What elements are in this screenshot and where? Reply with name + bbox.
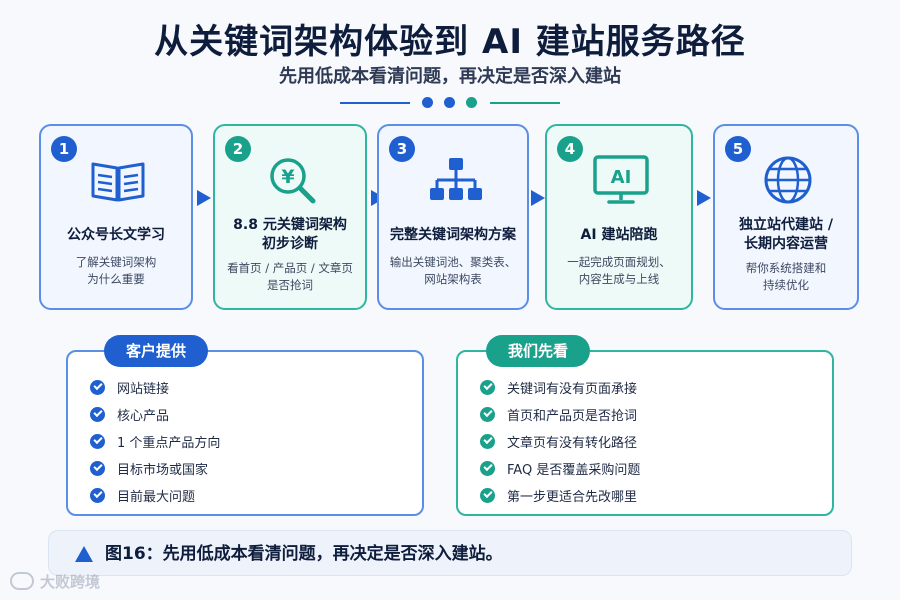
list-item: 1 个重点产品方向 [90,428,220,455]
client-provides-label: 客户提供 [104,335,209,367]
caption-text: 图16：先用低成本看清问题，再决定是否深入建站。 [105,544,503,564]
step-number: 4 [557,136,583,162]
step-title: AI 建站陪跑 [580,227,658,243]
watermark-logo-icon [10,572,34,590]
check-circle-icon [480,380,495,395]
we-check-panel: 我们先看 关键词有没有页面承接 首页和产品页是否抢词 文章页有没有转化路径 FA… [456,335,834,516]
list-item: 目前最大问题 [90,482,220,509]
list-item: 首页和产品页是否抢词 [480,401,640,428]
list-item: 关键词有没有页面承接 [480,374,640,401]
arrow-right-icon [697,190,711,206]
globe-icon [764,156,812,204]
check-circle-icon [90,380,105,395]
check-circle-icon [90,407,105,422]
list-item: 网站链接 [90,374,220,401]
step-title: 8.8 元关键词架构初步诊断 [233,217,347,252]
check-circle-icon [480,461,495,476]
arrow-right-icon [531,190,545,206]
step-title: 完整关键词架构方案 [390,227,516,243]
list-item: 目标市场或国家 [90,455,220,482]
step-card-5: 5 独立站代建站 /长期内容运营 帮你系统搭建和持续优化 [713,124,859,310]
check-circle-icon [90,488,105,503]
step-title: 独立站代建站 /长期内容运营 [739,217,833,252]
arrow-right-icon [197,190,211,206]
check-circle-icon [480,488,495,503]
step-number: 1 [51,136,77,162]
step-card-2: 2 ¥ 8.8 元关键词架构初步诊断 看首页 / 产品页 / 文章页是否抢词 [213,124,367,310]
step-description: 了解关键词架构为什么重要 [75,255,157,286]
svg-text:AI: AI [611,167,632,188]
ai-monitor-icon: AI [593,155,649,204]
check-circle-icon [90,434,105,449]
check-circle-icon [480,434,495,449]
list-item: 第一步更适合先改哪里 [480,482,640,509]
step-description: 输出关键词池、聚类表、网站架构表 [389,255,517,286]
list-item: 文章页有没有转化路径 [480,428,640,455]
step-number: 5 [725,136,751,162]
step-card-1: 1 公众号长文学习 了解关键词架构为什么重要 [39,124,193,310]
step-number: 3 [389,136,415,162]
client-provides-panel: 客户提供 网站链接 核心产品 1 个重点产品方向 目标市场或国家 目前最大问题 [66,335,424,516]
step-card-3: 3 完整关键词架构方案 输出关键词池、聚类表、网站架构表 [377,124,529,310]
step-description: 帮你系统搭建和持续优化 [745,261,827,292]
step-description: 一起完成页面规划、内容生成与上线 [567,255,671,286]
check-circle-icon [90,461,105,476]
check-circle-icon [480,407,495,422]
watermark-text: 大败跨境 [40,572,101,591]
client-provides-list: 网站链接 核心产品 1 个重点产品方向 目标市场或国家 目前最大问题 [90,374,220,509]
step-card-4: 4 AI AI 建站陪跑 一起完成页面规划、内容生成与上线 [545,124,693,310]
page-title: 从关键词架构体验到 AI 建站服务路径 [154,22,746,62]
page-subtitle: 先用低成本看清问题，再决定是否深入建站 [279,66,621,87]
title-decoration [340,96,560,110]
list-item: FAQ 是否覆盖采购问题 [480,455,640,482]
we-check-list: 关键词有没有页面承接 首页和产品页是否抢词 文章页有没有转化路径 FAQ 是否覆… [480,374,640,509]
sitemap-icon [430,158,482,200]
step-number: 2 [225,136,251,162]
step-description: 看首页 / 产品页 / 文章页是否抢词 [227,261,353,292]
svg-text:¥: ¥ [281,166,294,188]
watermark: 大败跨境 [10,568,100,594]
book-icon [91,162,145,202]
triangle-icon [75,546,93,562]
we-check-label: 我们先看 [486,335,591,367]
yen-search-icon: ¥ [270,158,316,204]
step-title: 公众号长文学习 [67,227,165,243]
figure-caption: 图16：先用低成本看清问题，再决定是否深入建站。 [48,530,852,576]
list-item: 核心产品 [90,401,220,428]
